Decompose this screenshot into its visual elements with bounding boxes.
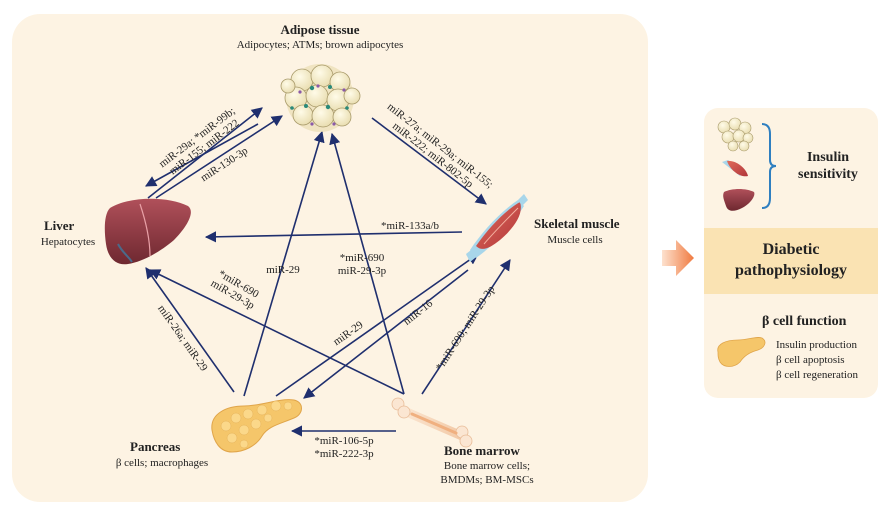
bone-marrow-subtitle-1: Bone marrow cells; <box>443 460 531 472</box>
pancreas-icon <box>211 399 302 453</box>
liver-icon <box>104 198 191 265</box>
insulin-bracket <box>761 123 777 209</box>
adipose-tissue-icon <box>280 64 361 132</box>
adipose-subtitle: Adipocytes; ATMs; brown adipocytes <box>236 39 404 51</box>
pancreas-subtitle: β cells; macrophages <box>115 457 209 469</box>
insulin-sensitivity-label-1: Insulin <box>806 150 850 165</box>
bone-marrow-title: Bone marrow <box>444 443 520 458</box>
pancreas-title: Pancreas <box>130 439 181 454</box>
label-bone-adipose-2: miR-29-3p <box>338 265 387 277</box>
arrow-muscle-to-pancreas <box>303 269 469 399</box>
arrow-muscle-to-liver <box>204 231 463 243</box>
label-pancreas-muscle: miR-29 <box>331 319 366 348</box>
label-bone-pancreas-1: *miR-106-5p <box>314 435 374 447</box>
outcome-pointer-arrow <box>662 240 694 276</box>
muscle-subtitle: Muscle cells <box>547 234 603 246</box>
arrow-pancreas-to-muscle <box>275 253 479 397</box>
arrow-bone-to-adipose <box>329 132 405 395</box>
label-muscle-pancreas: miR-16 <box>401 297 435 327</box>
adipose-title: Adipose tissue <box>280 22 360 37</box>
label-bone-muscle: *miR-690; miR-29-3p <box>434 283 498 373</box>
side-pancreas-icon <box>717 337 766 367</box>
skeletal-muscle-icon <box>466 194 528 262</box>
diabetic-label-2: pathophysiology <box>734 262 848 279</box>
label-bone-adipose-1: *miR-690 <box>340 252 385 264</box>
arrow-liver-to-adipose-b <box>155 115 283 199</box>
bone-marrow-subtitle-2: BMDMs; BM-MSCs <box>440 474 534 486</box>
side-liver-icon <box>723 189 755 211</box>
label-pancreas-liver: miR-26a; miR-29 <box>155 303 210 374</box>
liver-subtitle: Hepatocytes <box>40 236 96 248</box>
arrow-adipose-to-liver <box>145 123 259 187</box>
muscle-title: Skeletal muscle <box>534 216 620 231</box>
beta-item-2: β cell apoptosis <box>776 354 845 366</box>
beta-item-1: Insulin production <box>776 339 857 351</box>
arrow-bone-to-muscle <box>421 259 511 395</box>
beta-item-3: β cell regeneration <box>776 369 858 381</box>
arrow-pancreas-to-adipose <box>243 130 325 397</box>
bone-marrow-icon <box>391 397 473 448</box>
arrow-pancreas-to-liver <box>145 267 235 393</box>
diabetic-band <box>704 228 878 294</box>
arrow-bone-to-liver <box>148 269 405 395</box>
label-bone-pancreas-2: *miR-222-3p <box>314 448 374 460</box>
label-muscle-liver: *miR-133a/b <box>381 220 440 232</box>
liver-title: Liver <box>44 218 75 233</box>
insulin-sensitivity-label-2: sensitivity <box>798 167 858 182</box>
diabetic-label-1: Diabetic <box>762 241 820 258</box>
beta-cell-function-title: β cell function <box>762 314 847 329</box>
label-pancreas-adipose: miR-29 <box>266 264 300 276</box>
side-adipose-icon <box>717 117 754 152</box>
label-adipose-muscle-1: miR-27a; miR-29a; miR-155; <box>385 101 495 191</box>
side-muscle-icon <box>722 160 748 177</box>
arrow-adipose-to-muscle <box>371 117 487 205</box>
